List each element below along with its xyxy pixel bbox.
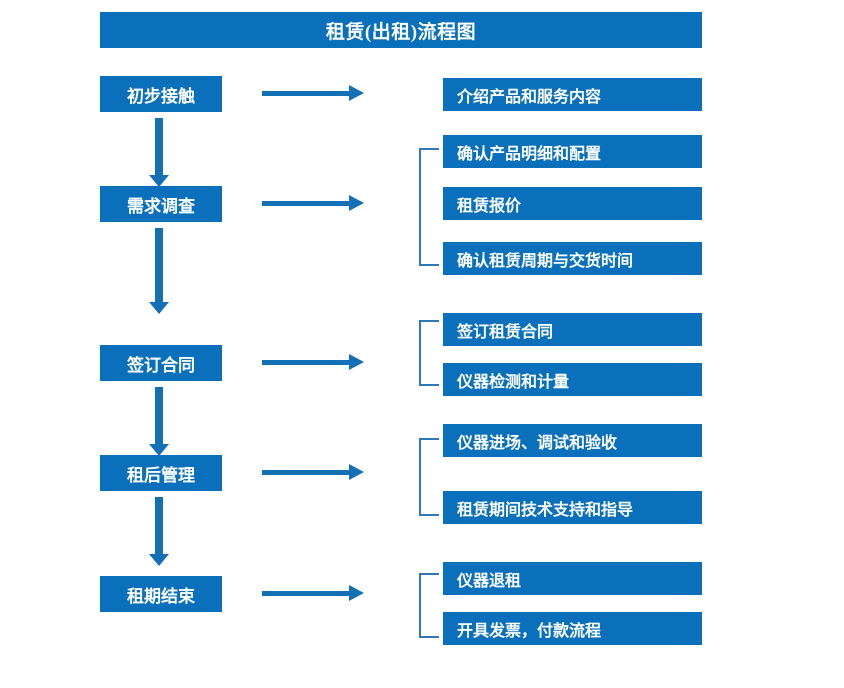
- flow-arrow-right-1: [262, 85, 364, 101]
- flow-arrow-right-3: [262, 354, 364, 370]
- diagram-title: 租赁(出租)流程图: [100, 12, 702, 48]
- detail-box-2-2[interactable]: 租赁报价: [443, 187, 702, 220]
- flow-arrow-down-4: [149, 497, 169, 566]
- flow-arrow-right-4: [262, 464, 364, 480]
- detail-box-2-1[interactable]: 确认产品明细和配置: [443, 135, 702, 168]
- detail-box-1-1[interactable]: 介绍产品和服务内容: [443, 78, 702, 111]
- flow-arrow-down-2: [149, 228, 169, 314]
- group-bracket-3: [419, 320, 439, 386]
- detail-box-4-2[interactable]: 租赁期间技术支持和指导: [443, 491, 702, 524]
- stage-box-post-rental-management[interactable]: 租后管理: [100, 455, 222, 491]
- detail-box-2-3[interactable]: 确认租赁周期与交货时间: [443, 242, 702, 275]
- flow-arrow-down-1: [149, 118, 169, 187]
- stage-box-sign-contract[interactable]: 签订合同: [100, 345, 222, 381]
- stage-box-lease-end[interactable]: 租期结束: [100, 576, 222, 612]
- detail-box-5-1[interactable]: 仪器退租: [443, 562, 702, 595]
- stage-box-initial-contact[interactable]: 初步接触: [100, 76, 222, 112]
- stage-box-demand-survey[interactable]: 需求调查: [100, 186, 222, 222]
- detail-box-3-2[interactable]: 仪器检测和计量: [443, 363, 702, 396]
- flow-arrow-down-3: [149, 387, 169, 456]
- group-bracket-4: [419, 438, 439, 516]
- detail-box-5-2[interactable]: 开具发票，付款流程: [443, 612, 702, 645]
- group-bracket-5: [419, 573, 439, 638]
- detail-box-4-1[interactable]: 仪器进场、调试和验收: [443, 424, 702, 457]
- detail-box-3-1[interactable]: 签订租赁合同: [443, 313, 702, 346]
- flow-arrow-right-5: [262, 585, 364, 601]
- group-bracket-2: [419, 148, 439, 266]
- flow-arrow-right-2: [262, 195, 364, 211]
